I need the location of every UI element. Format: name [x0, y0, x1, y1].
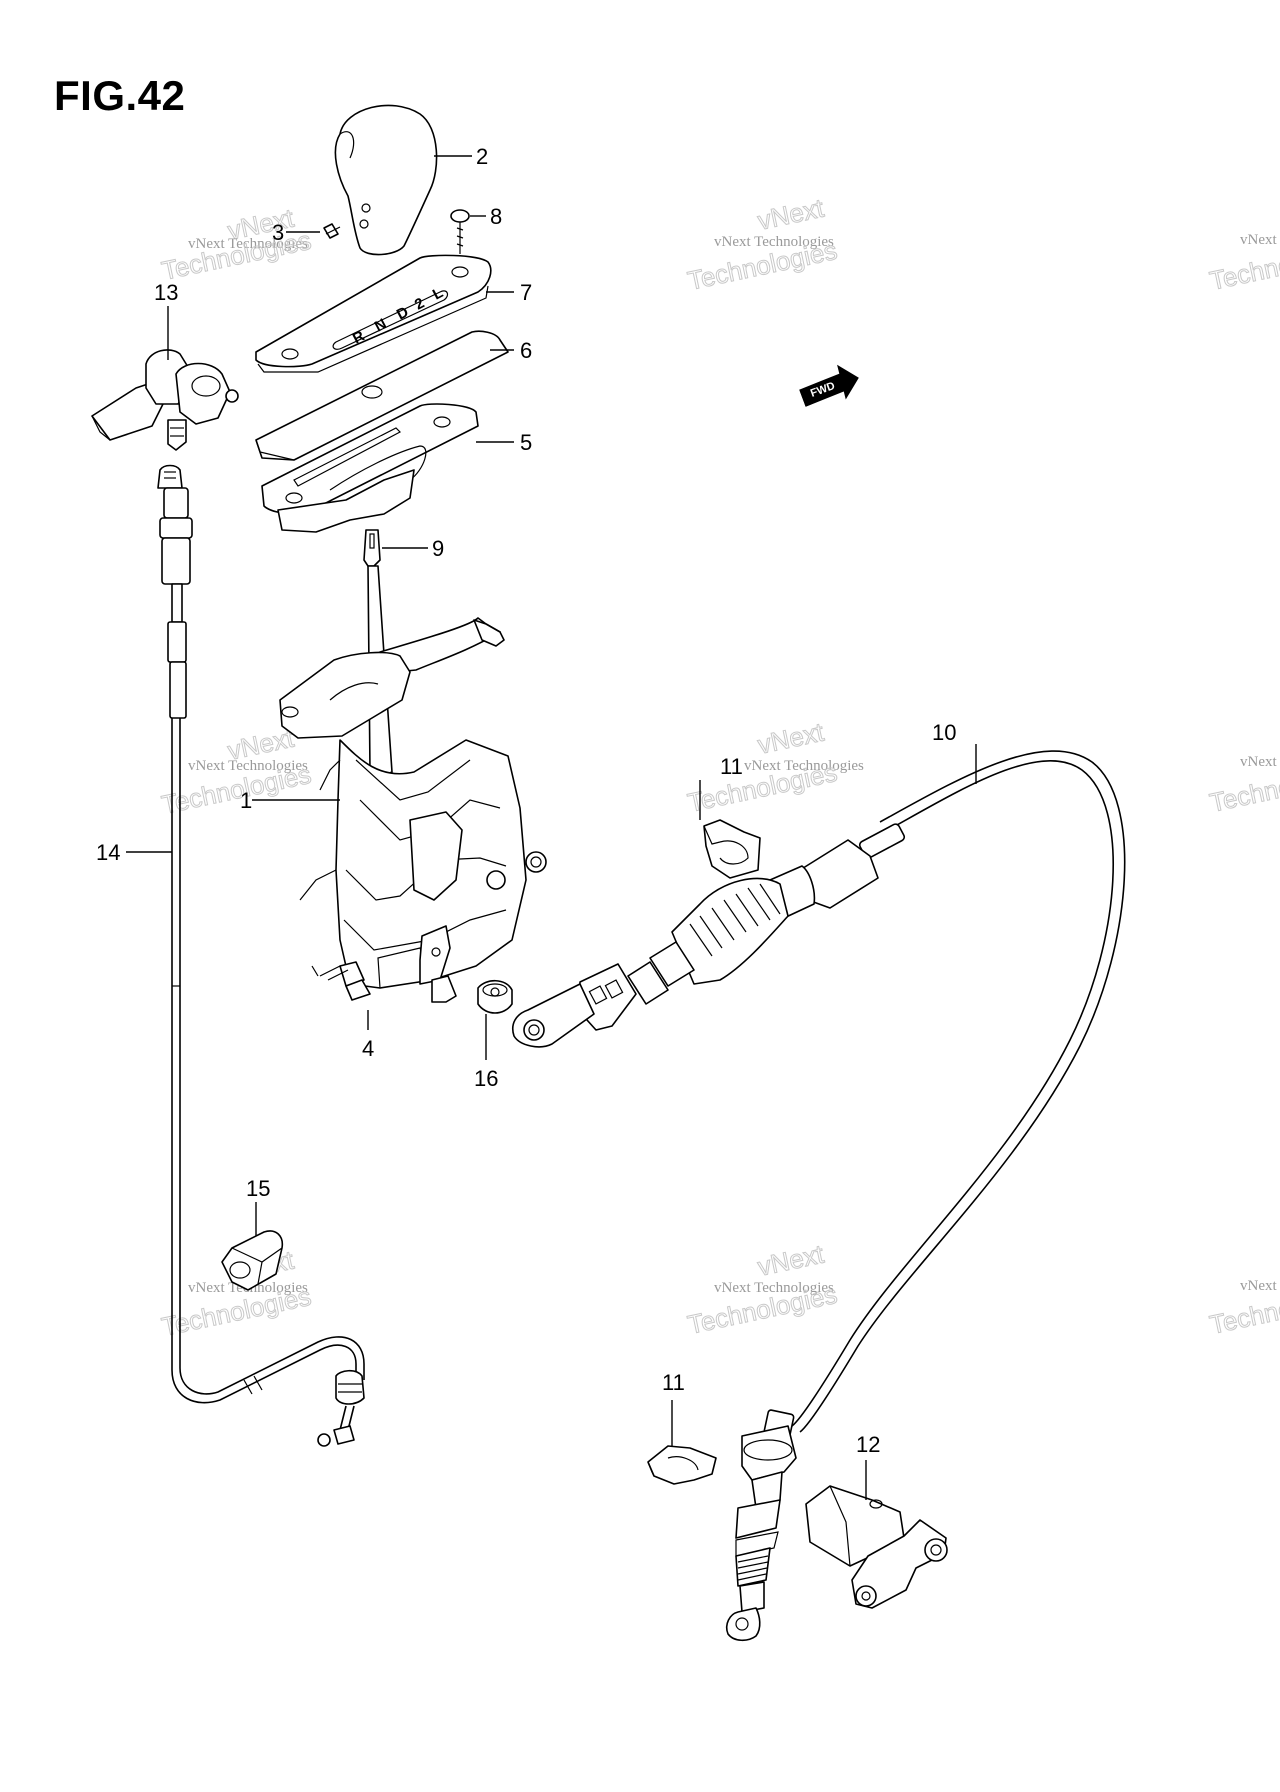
callout-13: 13 — [154, 280, 178, 305]
callout-5: 5 — [520, 430, 532, 455]
part-3-screw — [323, 223, 341, 239]
callout-11-upper: 11 — [720, 754, 743, 779]
watermark-text-small: vNext Technologies — [1240, 1278, 1280, 1294]
callout-4: 4 — [362, 1036, 374, 1061]
watermark-mid-left: vNext vNext Technologies Technologies — [159, 722, 315, 820]
part-15-cable-clamp — [221, 1230, 284, 1291]
part-13-lock-solenoid — [91, 349, 239, 451]
callout-6: 6 — [520, 338, 532, 363]
watermark-text-big: vNext — [755, 1239, 827, 1282]
watermark-top-right: vNext Technologies Technologies — [1207, 232, 1280, 296]
part-5-gate-base — [261, 403, 479, 533]
callout-12: 12 — [856, 1432, 880, 1457]
watermark-text-small: vNext Technologies — [188, 758, 308, 774]
part-8-screw — [450, 209, 470, 254]
fwd-direction-badge: FWD — [799, 364, 859, 407]
callout-11-lower: 11 — [662, 1370, 685, 1395]
watermark-text-small: vNext Technologies — [188, 236, 308, 252]
watermark-bottom-right: vNext Technologies Technologies — [1207, 1278, 1280, 1340]
part-1-shifter-housing — [279, 617, 547, 1003]
watermark-text-small: vNext Technologies — [744, 758, 864, 774]
callouts: 1 2 3 4 5 6 7 8 9 10 — [96, 144, 977, 1500]
callout-7: 7 — [520, 280, 532, 305]
watermark-text-small: vNext Technologies — [1240, 232, 1280, 248]
callout-16: 16 — [474, 1066, 498, 1091]
watermark-text-small: vNext Technologies — [1240, 754, 1280, 770]
watermark-text-big: vNext — [755, 193, 827, 236]
watermark-text-small: vNext Technologies — [714, 1280, 834, 1296]
watermark-top-center: vNext vNext Technologies Technologies — [685, 192, 841, 296]
callout-14: 14 — [96, 840, 120, 865]
part-14-interlock-cable — [157, 464, 365, 1447]
callout-2: 2 — [476, 144, 488, 169]
part-2-shift-knob — [334, 104, 438, 256]
callout-15: 15 — [246, 1176, 270, 1201]
watermark-text-small: vNext Technologies — [714, 234, 834, 250]
watermark-text-big: vNext — [755, 717, 827, 760]
part-12-cable-bracket — [805, 1485, 948, 1609]
part-11-clip-upper — [703, 819, 761, 879]
part-6-slide-plate — [255, 330, 509, 461]
callout-9: 9 — [432, 536, 444, 561]
watermark-mid-center: vNext vNext Technologies Technologies — [685, 716, 865, 818]
callout-3: 3 — [272, 220, 284, 245]
part-7-indicator-plate: R N D 2 L — [255, 254, 492, 373]
watermark-mid-right: vNext Technologies Technologies — [1207, 754, 1280, 818]
part-10-select-cable — [512, 750, 1126, 1642]
callout-10: 10 — [932, 720, 956, 745]
watermark-top-left: vNext vNext Technologies Technologies — [159, 202, 315, 286]
figure-title: FIG.42 — [54, 72, 186, 119]
callout-8: 8 — [490, 204, 502, 229]
part-4-bolt — [311, 961, 371, 1001]
watermark-bottom-center: vNext vNext Technologies Technologies — [685, 1238, 841, 1340]
callout-1: 1 — [240, 788, 252, 813]
part-11-clip-lower — [647, 1445, 717, 1485]
part-16-bushing — [477, 979, 513, 1014]
